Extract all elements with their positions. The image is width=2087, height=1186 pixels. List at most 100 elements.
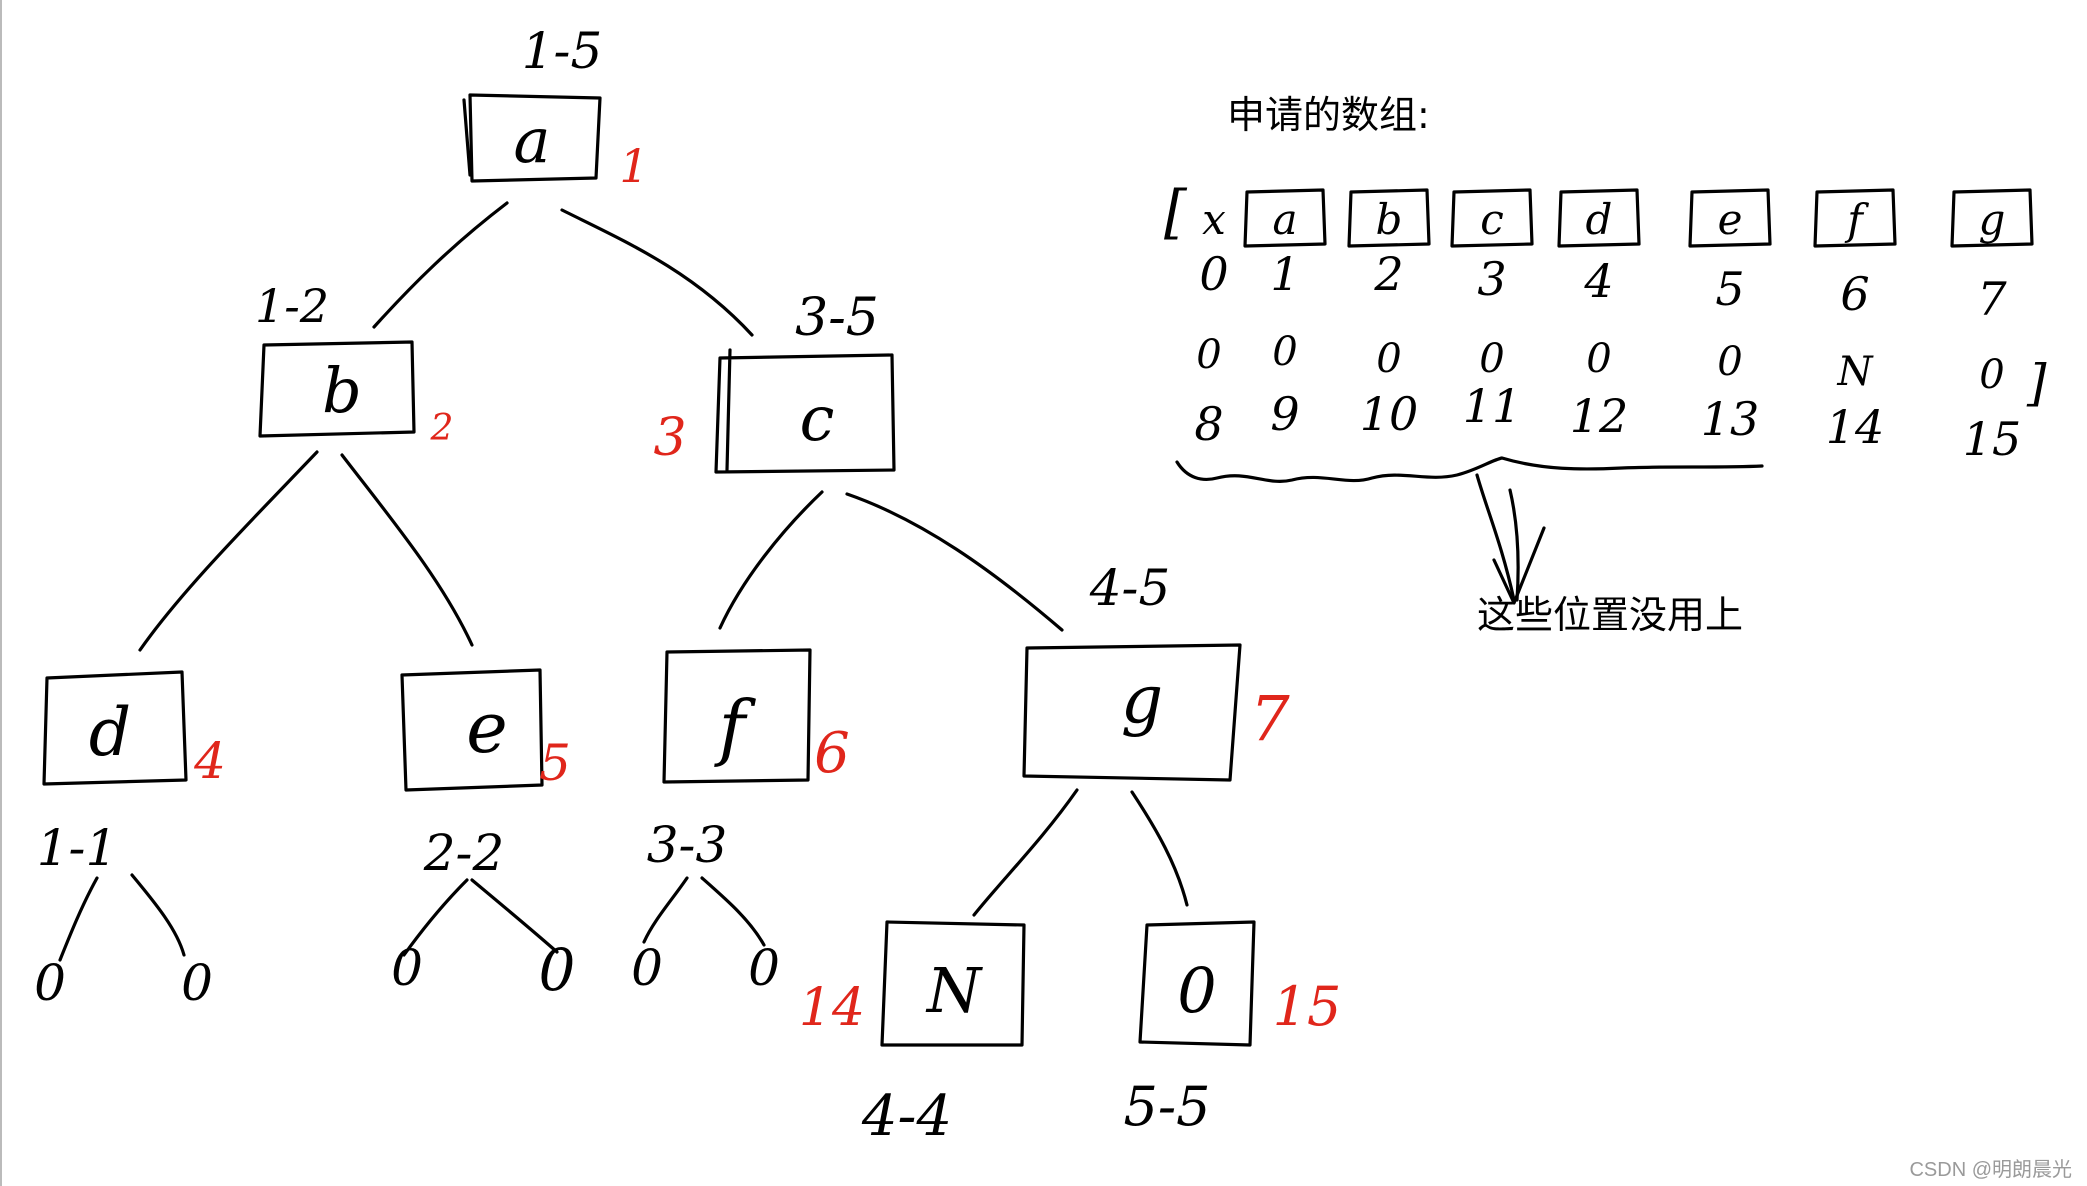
- array-unused-index: 12: [1570, 389, 1629, 443]
- node-label-o: 0: [1177, 954, 1216, 1027]
- edge-b-e: [340, 453, 474, 647]
- array-cell-box: [1450, 188, 1534, 248]
- array-cell-value: g: [1979, 195, 2006, 244]
- leaf-zero-d-left: 0: [34, 954, 66, 1012]
- array-cell-index: 0: [1199, 247, 1228, 301]
- node-index-a: 1: [619, 139, 648, 193]
- edge-a-c: [560, 208, 754, 337]
- node-box-g: [1022, 643, 1242, 782]
- array-unused-index: 15: [1963, 412, 2022, 466]
- node-index-o: 15: [1273, 975, 1342, 1038]
- node-label-f: f: [714, 685, 757, 769]
- node-index-d: 4: [193, 732, 226, 790]
- array-unused-index: 13: [1701, 392, 1760, 446]
- array-unused-index: 14: [1826, 400, 1885, 454]
- array-cell-value: a: [1272, 195, 1297, 244]
- leaf-zero-children: 0 0 0 0 0 0: [34, 936, 780, 1012]
- array-cell-index: 4: [1583, 254, 1613, 308]
- array-unused-value: N: [1837, 349, 1875, 395]
- watermark: CSDN @明朗晨光: [1909, 1158, 2072, 1181]
- array-title: 申请的数组:: [1227, 93, 1430, 137]
- node-range-b: 1-2: [255, 279, 329, 333]
- node-box-a: [462, 93, 602, 183]
- array-cell-value: x: [1202, 195, 1226, 244]
- array-cell-index: 2: [1373, 247, 1403, 301]
- array-unused-value: 0: [1717, 339, 1742, 385]
- node-index-f: 6: [814, 721, 850, 786]
- array-unused-index: 10: [1360, 387, 1419, 441]
- array-cell-box: [1557, 188, 1641, 248]
- edge-g-n: [972, 788, 1079, 917]
- array-cell-box: [1688, 188, 1772, 248]
- array-cell-box: [1950, 188, 2034, 248]
- leaf-zero-f-left: 0: [631, 939, 663, 997]
- array-cell-index: 7: [1977, 272, 2007, 326]
- array-cell-value: b: [1376, 195, 1403, 244]
- tree-edges: [58, 201, 1189, 962]
- node-box-b: [258, 340, 416, 438]
- node-range-a: 1-5: [522, 22, 603, 80]
- array-cell-value: d: [1586, 195, 1613, 244]
- leaf-zero-e-right: 0: [539, 936, 576, 1004]
- array-unused-values: 0 0 0 0 0 0 N 0: [1196, 329, 2004, 398]
- node-label-c: c: [800, 382, 835, 455]
- node-box-f: [662, 648, 812, 784]
- array-cell-index: 5: [1715, 262, 1744, 316]
- array-unused-value: 0: [1376, 336, 1401, 382]
- node-range-o: 5-5: [1124, 1075, 1211, 1138]
- node-index-b: 2: [430, 408, 454, 449]
- edge-b-d: [138, 450, 319, 652]
- tree-node-boxes: [42, 93, 1256, 1047]
- annotation-arrow: [1475, 473, 1546, 605]
- node-range-c: 3-5: [795, 288, 879, 348]
- array-unused-value: 0: [1196, 332, 1221, 378]
- array-cell-value: c: [1480, 195, 1504, 244]
- array-brackets: [ ]: [1164, 178, 2047, 412]
- node-box-o: [1138, 920, 1256, 1047]
- edge-c-f: [718, 490, 824, 630]
- edge-e-leaf-left: [402, 878, 469, 957]
- array-unused-value: 0: [1979, 352, 2004, 398]
- unused-positions-underline: [1175, 456, 1764, 483]
- array-close-bracket: ]: [2026, 354, 2047, 412]
- node-range-n: 4-4: [861, 1084, 952, 1149]
- edge-g-o: [1130, 790, 1189, 907]
- array-unused-value: 0: [1479, 336, 1504, 382]
- array-cell-box: [1347, 188, 1431, 248]
- edge-c-g: [845, 492, 1064, 632]
- unused-positions-annotation: 这些位置没用上: [1477, 593, 1743, 637]
- array-cell-index: 1: [1270, 247, 1299, 301]
- array-cell-index: 3: [1477, 252, 1506, 306]
- edge-d-leaf-left: [58, 876, 99, 962]
- array-cell-index: 6: [1840, 267, 1869, 321]
- node-range-d: 1-1: [37, 819, 118, 877]
- array-cell-value: f: [1844, 195, 1869, 244]
- leaf-zero-d-right: 0: [181, 954, 213, 1012]
- edge-d-leaf-right: [130, 873, 186, 957]
- node-label-e: e: [466, 687, 507, 769]
- node-box-d: [42, 670, 188, 786]
- node-label-a: a: [514, 104, 551, 177]
- node-index-g: 7: [1250, 682, 1290, 755]
- node-label-n: N: [925, 954, 984, 1027]
- array-cell-box: [1813, 188, 1897, 248]
- node-range-e: 2-2: [423, 824, 505, 882]
- array-unused-index: 8: [1194, 397, 1223, 451]
- node-index-e: 5: [539, 734, 571, 792]
- node-index-c: 3: [653, 408, 686, 468]
- array-unused-index: 11: [1463, 379, 1522, 433]
- leaf-zero-f-right: 0: [748, 939, 780, 997]
- node-label-b: b: [322, 354, 362, 427]
- array-unused-index: 9: [1270, 387, 1299, 441]
- array-unused-value: 0: [1272, 329, 1297, 375]
- array-unused-value: 0: [1586, 336, 1611, 382]
- node-range-g: 4-5: [1089, 559, 1171, 617]
- edge-f-leaf-right: [700, 876, 766, 947]
- node-range-labels: 1-5 1-2 3-5 1-1 2-2 3-3 4-5 4-4 5-5: [37, 22, 1211, 1149]
- edge-e-leaf-right: [470, 878, 559, 954]
